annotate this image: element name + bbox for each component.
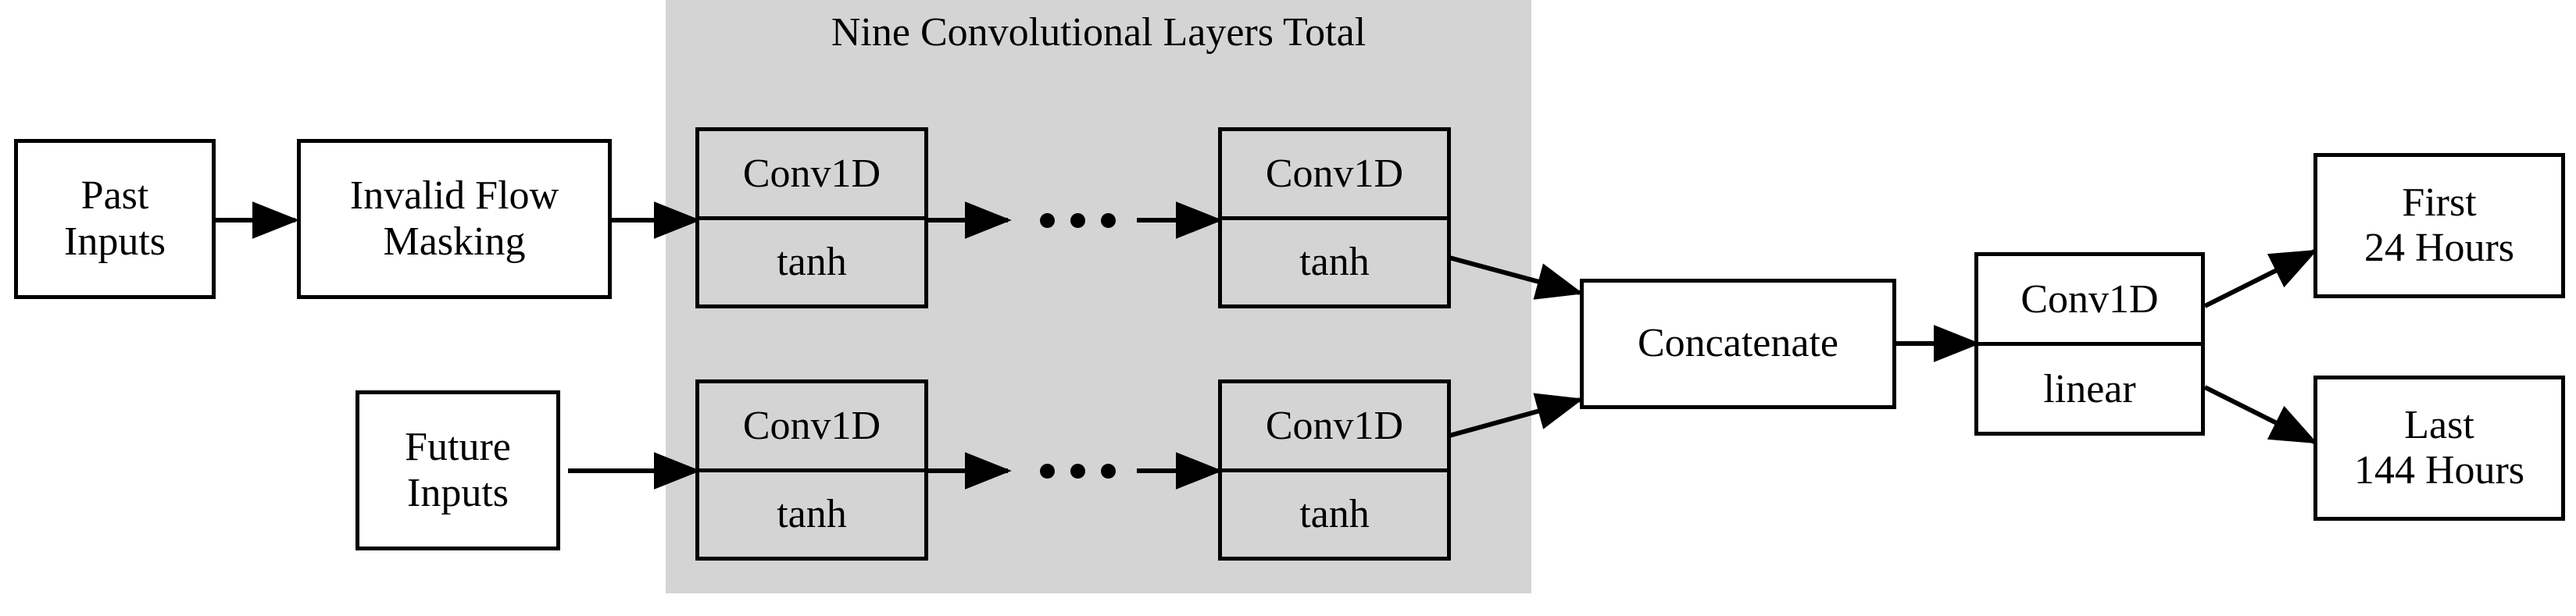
conv-bottom-last-op: Conv1D — [1222, 383, 1447, 472]
invalid-flow-masking-label: Invalid Flow Masking — [349, 173, 559, 264]
ellipsis-dot-icon — [1040, 463, 1055, 479]
conv-output-activation: linear — [2043, 366, 2136, 411]
concatenate-label: Concatenate — [1638, 321, 1838, 366]
conv-bottom-first-activation: tanh — [777, 492, 847, 537]
panel-title: Nine Convolutional Layers Total — [831, 10, 1367, 55]
conv-top-last-activation: tanh — [1299, 240, 1370, 285]
node-last-144-hours[interactable]: Last 144 Hours — [2313, 376, 2565, 521]
node-future-inputs[interactable]: Future Inputs — [355, 390, 560, 550]
node-concatenate[interactable]: Concatenate — [1580, 279, 1896, 409]
node-past-inputs[interactable]: Past Inputs — [14, 139, 216, 299]
conv-bottom-first-op: Conv1D — [699, 383, 924, 472]
first-24-hours-label: First 24 Hours — [2363, 180, 2515, 270]
conv-top-first-activation: tanh — [777, 240, 847, 285]
conv-bottom-last-activation: tanh — [1299, 492, 1370, 537]
conv-top-first-op: Conv1D — [699, 131, 924, 220]
conv-output-op: Conv1D — [1978, 256, 2201, 346]
past-inputs-label: Past Inputs — [64, 173, 166, 264]
last-144-hours-label: Last 144 Hours — [2353, 402, 2525, 493]
ellipsis-dot-icon — [1040, 212, 1055, 228]
node-first-24-hours[interactable]: First 24 Hours — [2313, 153, 2565, 298]
ellipsis-dot-icon — [1101, 212, 1116, 228]
node-conv-top-last[interactable]: Conv1D tanh — [1218, 127, 1451, 308]
node-invalid-flow-masking[interactable]: Invalid Flow Masking — [297, 139, 612, 299]
conv-top-last-op: Conv1D — [1222, 131, 1447, 220]
ellipsis-bottom — [1040, 463, 1116, 479]
node-conv-bottom-first[interactable]: Conv1D tanh — [695, 379, 928, 561]
ellipsis-dot-icon — [1070, 463, 1085, 479]
node-conv-top-first[interactable]: Conv1D tanh — [695, 127, 928, 308]
edge-conv-output-to-last144 — [2203, 385, 2318, 444]
ellipsis-top — [1040, 212, 1116, 228]
node-conv-bottom-last[interactable]: Conv1D tanh — [1218, 379, 1451, 561]
ellipsis-dot-icon — [1101, 463, 1116, 479]
future-inputs-label: Future Inputs — [405, 425, 511, 515]
ellipsis-dot-icon — [1070, 212, 1085, 228]
edge-conv-output-to-first24 — [2203, 249, 2318, 308]
node-conv-output[interactable]: Conv1D linear — [1974, 252, 2205, 436]
